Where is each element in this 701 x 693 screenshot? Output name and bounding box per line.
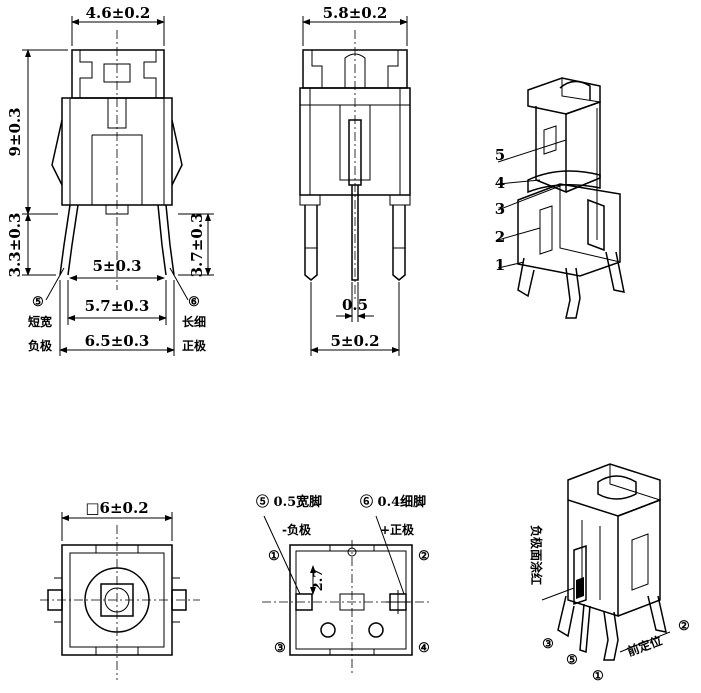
front-label-6: ⑥ <box>188 295 200 310</box>
pad-pin-1: ① <box>268 549 280 564</box>
pad-pin-4: ④ <box>418 641 430 656</box>
front-lead-right-dim: 3.7±0.3 <box>188 213 206 278</box>
pad-pin-2: ② <box>418 549 430 564</box>
side-view: 5.8±0.2 0.5 5±0.2 <box>299 4 411 356</box>
front-pitch-outer-dim: 6.5±0.3 <box>85 332 150 350</box>
front-width-dim: 4.6±0.2 <box>86 4 151 22</box>
front-note-long-thin: 长细 <box>182 314 206 329</box>
side-pin-width-dim: 0.5 <box>342 296 368 314</box>
part-label-5: 5 <box>495 146 505 164</box>
pad-negative-note: -负极 <box>282 522 312 537</box>
iso-pin-3: ③ <box>542 637 554 652</box>
part-label-2: 2 <box>495 228 505 246</box>
iso-front-note: 前定位 <box>625 633 664 659</box>
top-view: □6±0.2 <box>40 499 200 680</box>
iso-pin-2: ② <box>678 619 690 634</box>
front-view: 4.6±0.2 9±0.3 3.3±0.3 3.7±0.3 5±0.3 5.7±… <box>6 4 214 356</box>
front-note-negative: 负极 <box>28 338 53 353</box>
part-label-1: 1 <box>495 256 505 274</box>
pad-positive-note: +正极 <box>380 522 415 537</box>
iso-pin-1: ① <box>592 669 604 684</box>
front-note-short-wide: 短宽 <box>28 314 52 329</box>
front-pitch-mid-dim: 5.7±0.3 <box>85 297 150 315</box>
side-pitch-dim: 5±0.2 <box>330 332 379 350</box>
front-pitch-inner-dim: 5±0.3 <box>92 257 141 275</box>
iso-pin-5: ⑤ <box>566 653 578 668</box>
pad-pin-3: ③ <box>274 641 286 656</box>
exploded-view: 5 4 3 2 1 <box>495 77 625 319</box>
top-size-dim: □6±0.2 <box>85 499 148 517</box>
front-height-dim: 9±0.3 <box>6 107 24 156</box>
pad-view: 2.7 ⑤ 0.5宽脚 ⑥ 0.4细脚 -负极 +正极 ① ② ③ ④ <box>256 494 430 676</box>
front-label-5: ⑤ <box>32 295 44 310</box>
front-note-positive: 正极 <box>182 338 207 353</box>
part-label-3: 3 <box>495 200 505 218</box>
iso-vertical-note: 负极面涂红 <box>529 525 544 585</box>
front-lead-left-dim: 3.3±0.3 <box>6 213 24 278</box>
iso-view: 负极面涂红 前定位 ③ ⑤ ① ② <box>529 463 690 684</box>
pad-pin6-note: ⑥ 0.4细脚 <box>360 494 426 510</box>
pad-dim-27: 2.7 <box>311 569 326 592</box>
pad-pin5-note: ⑤ 0.5宽脚 <box>256 494 322 510</box>
side-width-dim: 5.8±0.2 <box>323 4 388 22</box>
part-label-4: 4 <box>495 174 505 192</box>
